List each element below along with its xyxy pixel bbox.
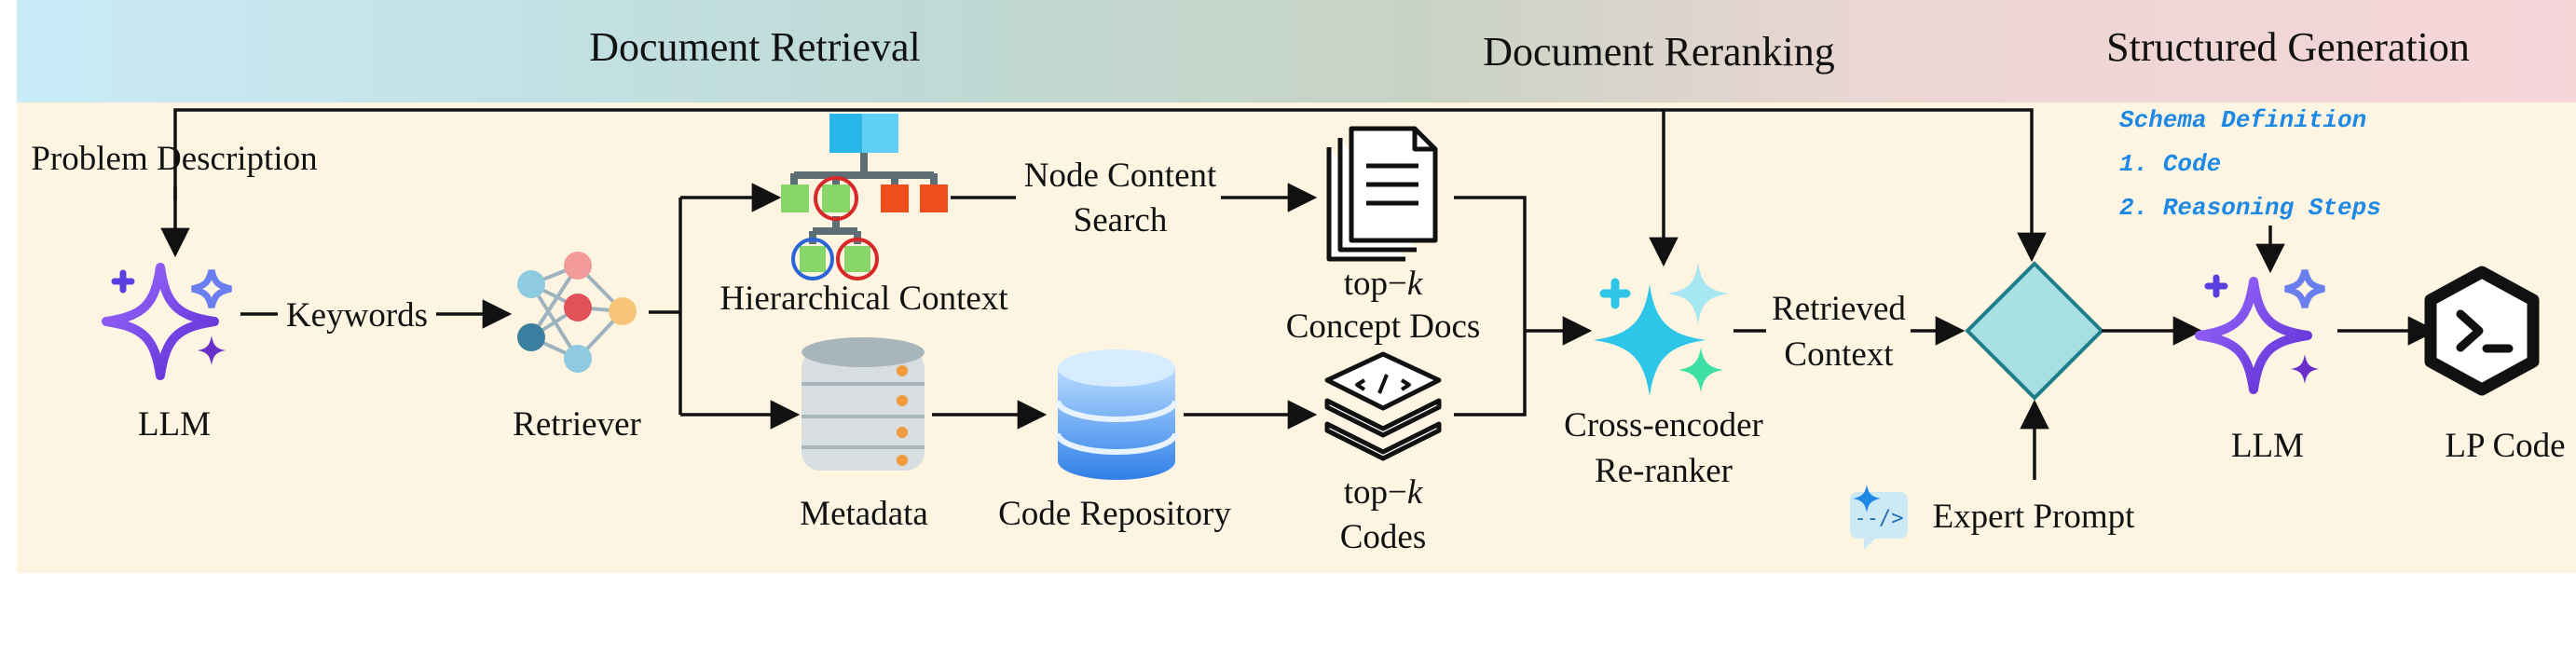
code-layers-icon <box>1324 351 1442 461</box>
terminal-hexagon-icon <box>2424 266 2540 396</box>
hierarchical-tree-icon <box>781 114 948 280</box>
retrieved-context-line1: Retrieved <box>1772 290 1906 328</box>
code-repository-database-icon <box>1055 349 1178 480</box>
code-repository-label: Code Repository <box>998 495 1231 533</box>
llm-sparkle-icon <box>102 263 232 380</box>
retriever-label: Retriever <box>513 405 641 444</box>
problem-description-label: Problem Description <box>31 140 317 178</box>
cross-encoder-line1: Cross-encoder <box>1564 406 1763 444</box>
svg-text:--/>: --/> <box>1855 507 1904 530</box>
llm-right-label: LLM <box>2231 427 2304 465</box>
stage-header-band <box>17 0 2576 102</box>
lp-code-label: LP Code <box>2445 427 2565 465</box>
merge-to-reranker-lines <box>1454 196 1593 417</box>
schema-item-code: 1. Code <box>2119 150 2221 178</box>
expert-prompt-label: Expert Prompt <box>1933 498 2136 536</box>
llm-left-label: LLM <box>138 405 211 444</box>
hierarchical-context-label: Hierarchical Context <box>719 280 1008 318</box>
problem-description-feedback-line <box>173 108 2047 267</box>
metadata-server-icon <box>802 337 925 471</box>
topk-codes-line1: top−k <box>1344 473 1423 512</box>
topk-codes-line2: Codes <box>1340 518 1427 556</box>
documents-stack-icon <box>1326 126 1438 262</box>
prompt-combiner-diamond <box>1965 261 2104 401</box>
llm-right-sparkle-icon <box>2195 269 2325 394</box>
cross-encoder-line2: Re-ranker <box>1595 452 1733 490</box>
expert-prompt-icon: --/> <box>1850 485 1908 550</box>
retrieved-context-line2: Context <box>1784 335 1894 374</box>
stage-label-generation: Structured Generation <box>2106 24 2470 70</box>
metadata-label: Metadata <box>800 495 928 533</box>
topk-concept-docs-line1: top−k <box>1344 265 1423 303</box>
diagram-panel <box>17 102 2576 573</box>
cross-encoder-sparkle-icon <box>1594 263 1729 396</box>
schema-item-reasoning: 2. Reasoning Steps <box>2119 194 2381 222</box>
schema-definition-title: Schema Definition <box>2119 106 2366 134</box>
topk-concept-docs-line2: Concept Docs <box>1286 308 1481 346</box>
node-content-search-line2: Search <box>1074 201 1168 239</box>
retriever-branch-lines <box>649 183 801 430</box>
keywords-label: Keywords <box>286 296 428 335</box>
node-content-search-line1: Node Content <box>1024 157 1217 195</box>
stage-label-reranking: Document Reranking <box>1483 29 1835 75</box>
retriever-network-icon <box>517 252 637 373</box>
stage-label-retrieval: Document Retrieval <box>589 24 921 70</box>
